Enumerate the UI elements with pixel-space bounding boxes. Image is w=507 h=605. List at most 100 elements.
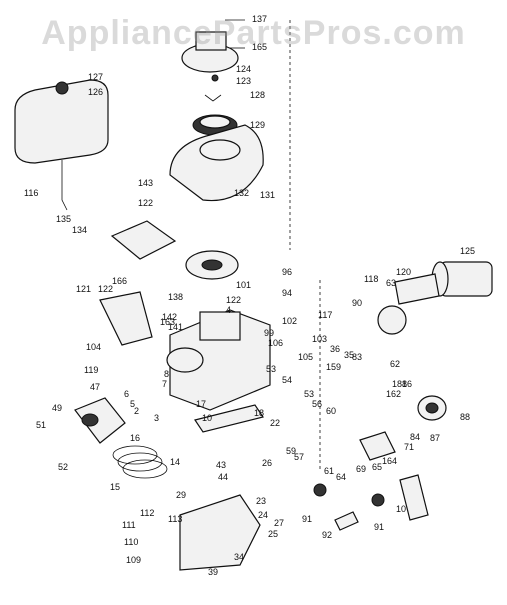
callout-number: 22	[270, 418, 280, 428]
callout-number: 159	[326, 362, 341, 372]
callout-number: 129	[250, 120, 265, 130]
starter-cap	[181, 31, 239, 73]
pipe	[334, 511, 359, 531]
callout-number: 16	[130, 433, 140, 443]
governor-gear	[417, 395, 447, 421]
callout-number: 49	[52, 403, 62, 413]
callout-number: 83	[352, 352, 362, 362]
callout-number: 106	[268, 338, 283, 348]
callout-number: 119	[84, 365, 98, 375]
callout-number: 162	[386, 389, 401, 399]
callout-number: 44	[218, 472, 228, 482]
callout-number: 120	[396, 267, 411, 277]
callout-number: 101	[236, 280, 251, 290]
callout-number: 53	[266, 364, 276, 374]
callout-number: 51	[36, 420, 46, 430]
engine-block	[166, 309, 271, 411]
callout-number: 88	[460, 412, 470, 422]
air-filter-pad	[110, 220, 177, 260]
callout-number: 124	[236, 64, 251, 74]
callout-number: 34	[234, 552, 244, 562]
callout-number: 102	[282, 316, 297, 326]
blower-housing	[169, 124, 264, 202]
crankshaft	[194, 404, 264, 433]
callout-number: 110	[124, 537, 138, 547]
callout-number: 71	[404, 442, 414, 452]
callout-number: 99	[264, 328, 274, 338]
callout-number: 141	[168, 322, 183, 332]
callout-number: 122	[138, 198, 153, 208]
callout-number: 23	[256, 496, 266, 506]
callout-number: 36	[330, 344, 340, 354]
clip	[204, 94, 222, 102]
baffle	[99, 291, 153, 346]
callout-number: 91	[374, 522, 384, 532]
callout-number: 112	[140, 508, 154, 518]
callout-number: 27	[274, 518, 284, 528]
callout-number: 134	[72, 225, 87, 235]
callout-number: 15	[110, 482, 120, 492]
carburetor	[74, 397, 126, 444]
callout-number: 47	[90, 382, 100, 392]
callout-number: 52	[58, 462, 68, 472]
callout-number: 90	[352, 298, 362, 308]
callout-number: 121	[76, 284, 91, 294]
callout-number: 122	[98, 284, 113, 294]
muffler	[377, 261, 493, 335]
callout-number: 104	[86, 342, 101, 352]
callout-number: 25	[268, 529, 278, 539]
callout-number: 60	[326, 406, 336, 416]
callout-number: 3	[154, 413, 159, 423]
callout-number: 29	[176, 490, 186, 500]
callout-number: 64	[336, 472, 346, 482]
callout-number: 165	[252, 42, 267, 52]
callout-number: 135	[56, 214, 71, 224]
callout-number: 127	[88, 72, 103, 82]
callout-number: 92	[322, 530, 332, 540]
callout-number: 103	[312, 334, 327, 344]
callout-number: 59	[286, 446, 296, 456]
callout-number: 35	[344, 350, 354, 360]
callout-number: 53	[304, 389, 314, 399]
callout-number: 5	[130, 399, 135, 409]
callout-number: 61	[324, 466, 334, 476]
callout-number: 122	[226, 295, 241, 305]
fuel-line	[61, 160, 68, 211]
callout-number: 69	[356, 464, 366, 474]
cam	[359, 431, 396, 461]
callout-number: 143	[138, 178, 153, 188]
callout-number: 43	[216, 460, 226, 470]
callout-number: 4	[226, 305, 231, 315]
callout-number: 26	[262, 458, 272, 468]
callout-number: 96	[282, 267, 292, 277]
base-plate	[179, 494, 261, 571]
callout-number: 181	[392, 379, 407, 389]
callout-number: 10	[396, 504, 406, 514]
callout-number: 2	[134, 406, 139, 416]
callout-number: 14	[170, 457, 180, 467]
callout-number: 142	[162, 312, 177, 322]
piston-rings	[112, 445, 168, 479]
callout-number: 87	[430, 433, 440, 443]
callout-number: 86	[402, 379, 412, 389]
callout-number: 94	[282, 288, 292, 298]
fuel-tank	[14, 79, 109, 164]
callout-number: 109	[126, 555, 141, 565]
callout-number: 84	[410, 432, 420, 442]
leader-lines	[225, 19, 321, 470]
callout-number: 57	[294, 452, 304, 462]
callout-number: 56	[312, 399, 322, 409]
callout-number: 138	[168, 292, 183, 302]
callout-number: 18	[254, 408, 264, 418]
callout-number: 117	[318, 310, 332, 320]
callout-number: 10	[202, 413, 212, 423]
callout-number: 6	[124, 389, 129, 399]
callout-number: 62	[390, 359, 400, 369]
callout-number: 166	[112, 276, 127, 286]
callout-number: 113	[168, 514, 182, 524]
callout-number: 111	[122, 520, 136, 530]
callout-number: 63	[386, 278, 396, 288]
callout-number: 118	[364, 274, 378, 284]
